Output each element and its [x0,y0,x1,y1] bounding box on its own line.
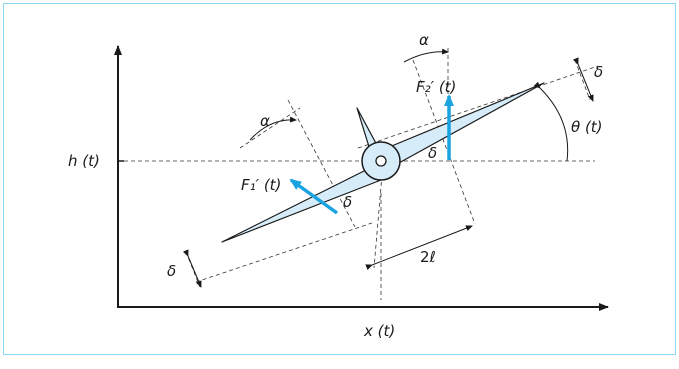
dim-delta-left [182,249,202,288]
label-h: h (t) [68,152,100,170]
label-f1: F₁′ (t) [241,176,281,194]
dim-two-ell [365,225,473,270]
force-arrow-f1 [289,178,339,215]
label-delta-right-outer: δ [594,63,603,81]
dim-delta-right [572,57,594,102]
label-alpha-left: α [260,112,270,130]
label-f2: F₂′ (t) [416,78,456,96]
figure-frame [3,3,676,355]
label-two-ell: 2ℓ [420,248,436,266]
label-delta-right-inner: δ [428,144,437,162]
label-alpha-right: α [419,31,429,49]
perp-line-left [287,99,356,228]
label-x: x (t) [363,322,395,340]
alpha-ref-left [239,107,301,149]
delta-ext-right [574,59,591,101]
alpha-arc-right [403,48,449,63]
perp-line-right [412,59,476,225]
label-theta: θ (t) [571,118,603,136]
label-delta-left-inner: δ [343,193,352,211]
alpha-arc-left [249,116,297,141]
lower-offset-line [195,222,373,283]
label-delta-left-outer: δ [167,262,176,280]
upper-offset-line [357,65,599,149]
theta-arc [533,81,569,162]
hub-inner [375,155,387,167]
